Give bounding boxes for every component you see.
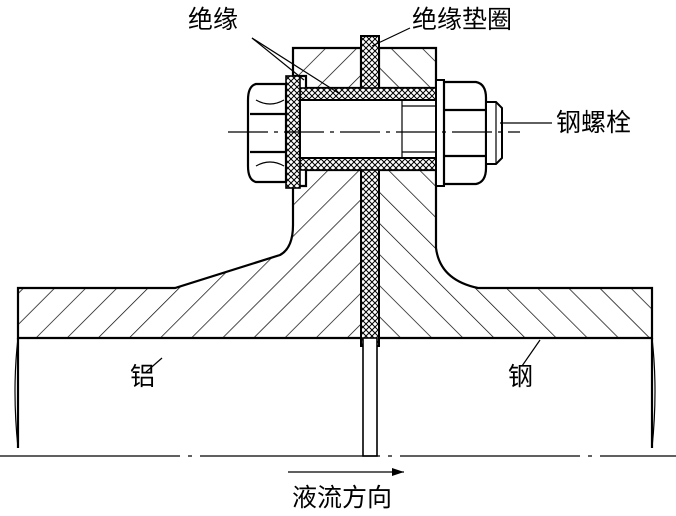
leader-lines [145,27,552,373]
label-steel-bolt: 钢螺栓 [556,108,631,137]
steel-flange [373,168,654,340]
label-steel: 钢 [508,362,533,391]
bolt-head [246,82,288,184]
insulation-gasket-strip [360,35,380,347]
flow-direction-arrow [288,468,404,476]
aluminum-flange-top [291,46,363,90]
bolt-shank [299,99,437,159]
label-flow-direction: 液流方向 [292,483,392,512]
bolt-end [485,101,503,165]
label-insulation: 绝缘 [188,5,238,34]
insulation-sleeve-bottom [299,157,437,171]
insulation-sleeve-top [299,87,437,101]
steel-flange-top [377,46,438,90]
nut [435,79,488,187]
label-insulation-gasket: 绝缘垫圈 [412,5,512,34]
aluminum-flange [16,168,367,340]
label-aluminum: 铝 [130,362,155,391]
